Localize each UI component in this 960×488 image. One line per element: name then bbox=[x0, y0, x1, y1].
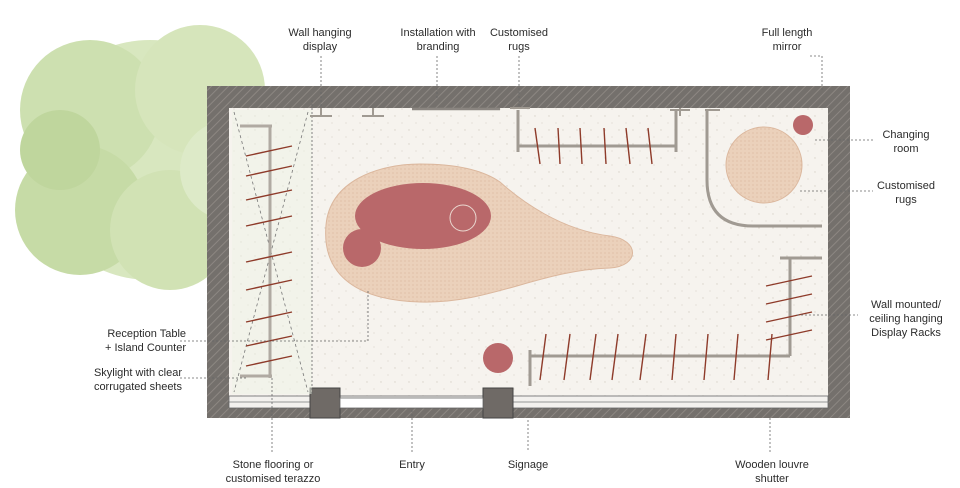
label-display-racks: Wall mounted/ ceiling hanging Display Ra… bbox=[869, 299, 943, 339]
label-skylight: Skylight with clear corrugated sheets bbox=[93, 367, 182, 393]
round-rug-front bbox=[483, 343, 513, 373]
top-display-rack bbox=[516, 110, 678, 165]
label-customised-rugs-top: Customised rugs bbox=[489, 27, 549, 53]
label-entry: Entry bbox=[399, 459, 425, 471]
wall-fixtures bbox=[310, 107, 720, 117]
front-shutter bbox=[228, 387, 829, 419]
label-changing-room: Changing room bbox=[882, 129, 930, 155]
label-signage: Signage bbox=[507, 459, 549, 471]
changing-room bbox=[705, 110, 822, 228]
label-wooden-louvre-shutter: Wooden louvre shutter bbox=[735, 459, 809, 485]
right-display-rack bbox=[528, 256, 822, 386]
label-full-length-mirror: Full length mirror bbox=[761, 27, 813, 53]
label-installation-branding: Installation with branding bbox=[400, 27, 476, 53]
skylight-zone bbox=[232, 100, 313, 396]
reception-island bbox=[325, 163, 633, 303]
label-customised-rugs-right: Customised rugs bbox=[876, 180, 936, 206]
label-stone-flooring: Stone flooring or customised terazzo bbox=[225, 459, 321, 485]
label-wall-hanging-display: Wall hanging display bbox=[288, 27, 352, 53]
label-reception-island: Reception Table + Island Counter bbox=[104, 328, 186, 354]
leader-lines bbox=[180, 55, 873, 452]
